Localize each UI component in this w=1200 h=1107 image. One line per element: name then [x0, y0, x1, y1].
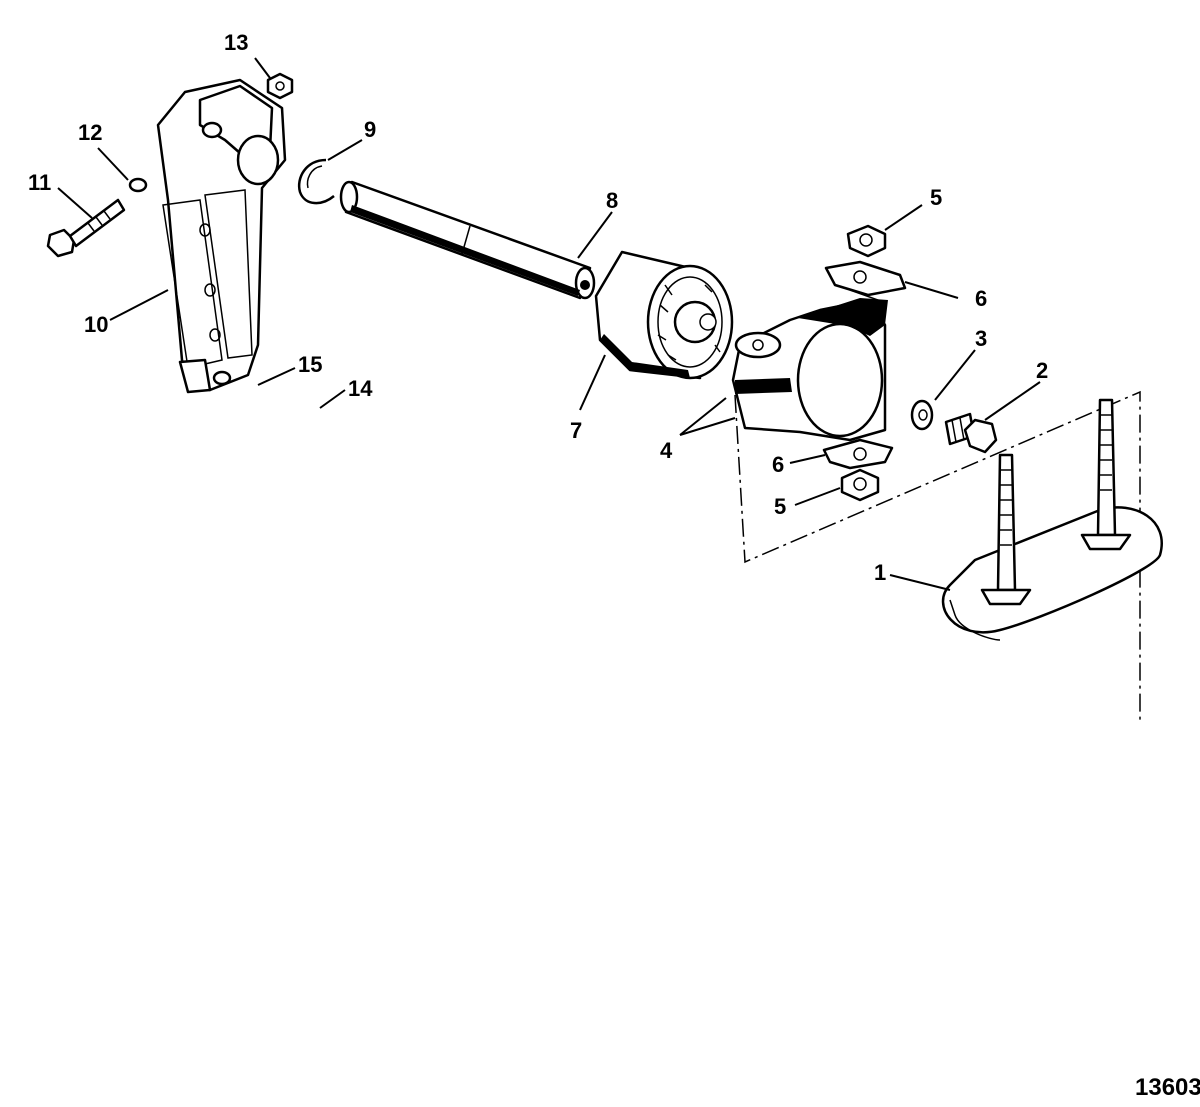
- callout-10: 10: [84, 312, 108, 337]
- part-13-nut: [266, 72, 294, 100]
- callout-1: 1: [874, 560, 886, 585]
- figure-number: 13603: [1135, 1074, 1200, 1101]
- callout-5-lower: 5: [774, 494, 786, 519]
- part-4-clamp: [731, 289, 888, 442]
- callout-8: 8: [606, 188, 618, 213]
- leader-lines: [57, 57, 1041, 591]
- callout-12: 12: [78, 120, 102, 145]
- callout-2: 2: [1036, 358, 1048, 383]
- part-12-lock-washer: [128, 177, 148, 193]
- callout-15: 15: [298, 352, 322, 377]
- callout-5-upper: 5: [930, 185, 942, 210]
- callout-4: 4: [660, 438, 673, 463]
- callout-9: 9: [364, 117, 376, 142]
- callout-6-upper: 6: [975, 286, 987, 311]
- part-1-base-plate: [941, 398, 1163, 641]
- callout-6-lower: 6: [772, 452, 784, 477]
- part-7-rubber-mount: [594, 250, 734, 380]
- callout-11: 11: [28, 170, 51, 195]
- part-2-bolt: [944, 412, 998, 454]
- part-5-nut-upper: [846, 224, 887, 258]
- part-8-shaft: [339, 180, 596, 300]
- part-11-bolt: [46, 198, 126, 258]
- part-5-nut-lower: [840, 468, 880, 502]
- callout-labels: 13 12 11 9 10 15 14 8 7 5 6 3 2 4 6 5 1 …: [28, 30, 1200, 1101]
- part-6-clip-lower: [822, 438, 894, 470]
- part-6-clip-upper: [824, 260, 907, 297]
- callout-3: 3: [975, 326, 987, 351]
- callout-14: 14: [348, 376, 373, 401]
- part-9-retaining-ring: [297, 158, 335, 205]
- callout-7: 7: [570, 418, 582, 443]
- part-3-washer: [910, 399, 934, 431]
- callout-13: 13: [224, 30, 248, 55]
- part-10-arm-bracket: [156, 78, 287, 394]
